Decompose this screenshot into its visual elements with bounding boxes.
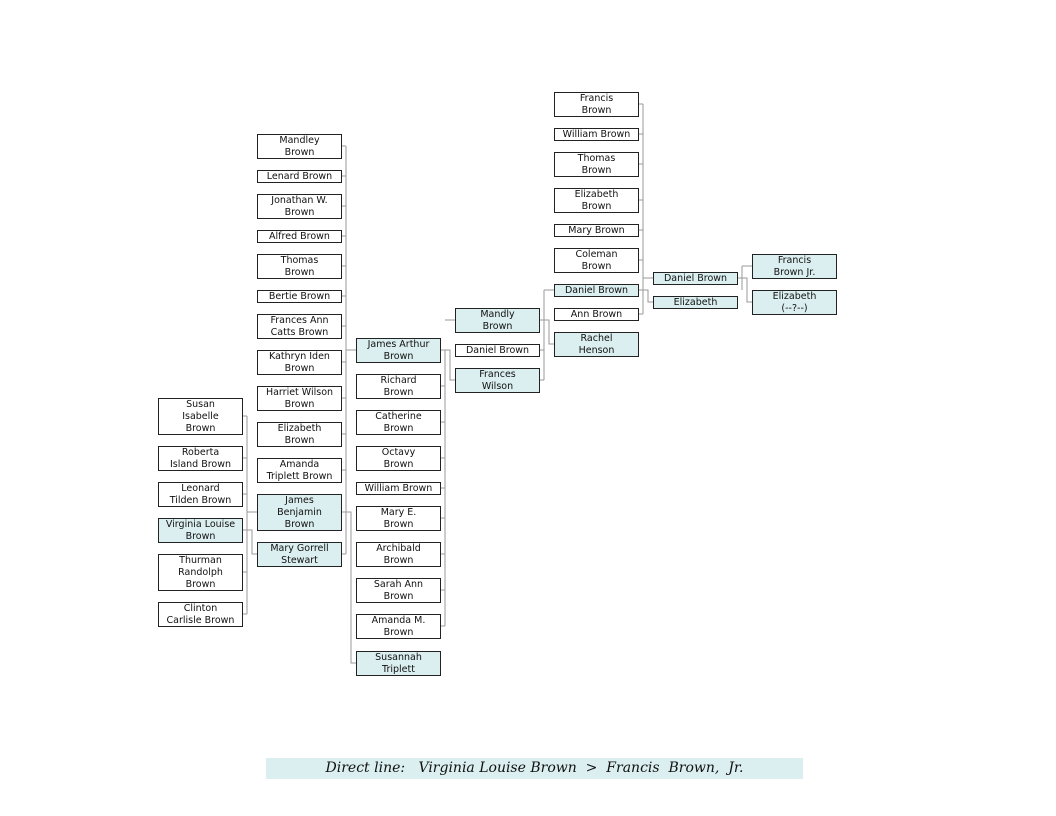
person-virginia-louise-brown: Virginia Louise Brown bbox=[158, 518, 243, 543]
person-archibald-brown: Archibald Brown bbox=[356, 542, 441, 567]
person-daniel-brown: Daniel Brown bbox=[653, 272, 738, 285]
person-alfred-brown: Alfred Brown bbox=[257, 230, 342, 243]
connector-line bbox=[247, 529, 257, 555]
person-mary-e-brown: Mary E. Brown bbox=[356, 506, 441, 531]
person-daniel-brown: Daniel Brown bbox=[554, 284, 639, 297]
person-ann-brown: Ann Brown bbox=[554, 308, 639, 321]
person-francis-brown: Francis Brown bbox=[554, 92, 639, 117]
person-octavy-brown: Octavy Brown bbox=[356, 446, 441, 471]
person-amanda-m-brown: Amanda M. Brown bbox=[356, 614, 441, 639]
person-catherine-brown: Catherine Brown bbox=[356, 410, 441, 435]
person-richard-brown: Richard Brown bbox=[356, 374, 441, 399]
person-james-arthur-brown: James Arthur Brown bbox=[356, 338, 441, 363]
person-frances-wilson: Frances Wilson bbox=[455, 368, 540, 393]
connector-line bbox=[544, 319, 554, 345]
person-francis-brown-jr: Francis Brown Jr. bbox=[752, 254, 837, 279]
person-amanda-triplett-brown: Amanda Triplett Brown bbox=[257, 458, 342, 483]
direct-line-caption: Direct line: Virginia Louise Brown > Fra… bbox=[266, 758, 803, 779]
person-thomas-brown: Thomas Brown bbox=[257, 254, 342, 279]
person-mary-brown: Mary Brown bbox=[554, 224, 639, 237]
connector-line bbox=[445, 349, 455, 381]
person-bertie-brown: Bertie Brown bbox=[257, 290, 342, 303]
person-thurman-randolph-brown: Thurman Randolph Brown bbox=[158, 554, 243, 591]
person-mandley-brown: Mandley Brown bbox=[257, 134, 342, 159]
person-clinton-carlisle-brown: Clinton Carlisle Brown bbox=[158, 602, 243, 627]
person-harriet-wilson-brown: Harriet Wilson Brown bbox=[257, 386, 342, 411]
person-kathryn-iden-brown: Kathryn Iden Brown bbox=[257, 350, 342, 375]
person-rachel-henson: Rachel Henson bbox=[554, 332, 639, 357]
person-william-brown: William Brown bbox=[554, 128, 639, 141]
person-mary-gorrell-stewart: Mary Gorrell Stewart bbox=[257, 542, 342, 567]
connector-line bbox=[742, 277, 752, 303]
connector-line bbox=[643, 289, 653, 303]
person-susannah-triplett: Susannah Triplett bbox=[356, 651, 441, 676]
person-daniel-brown: Daniel Brown bbox=[455, 344, 540, 357]
person-thomas-brown: Thomas Brown bbox=[554, 152, 639, 177]
person-jonathan-w-brown: Jonathan W. Brown bbox=[257, 194, 342, 219]
person-sarah-ann-brown: Sarah Ann Brown bbox=[356, 578, 441, 603]
person-coleman-brown: Coleman Brown bbox=[554, 248, 639, 273]
person-elizabeth-unknown: Elizabeth (--?--) bbox=[752, 290, 837, 315]
person-leonard-tilden-brown: Leonard Tilden Brown bbox=[158, 482, 243, 507]
connector-lines bbox=[243, 103, 752, 664]
person-elizabeth-brown: Elizabeth Brown bbox=[257, 422, 342, 447]
person-lenard-brown: Lenard Brown bbox=[257, 170, 342, 183]
person-elizabeth: Elizabeth bbox=[653, 296, 738, 309]
person-william-brown: William Brown bbox=[356, 482, 441, 495]
person-mandly-brown: Mandly Brown bbox=[455, 308, 540, 333]
person-elizabeth-brown: Elizabeth Brown bbox=[554, 188, 639, 213]
person-susan-isabelle-brown: Susan Isabelle Brown bbox=[158, 398, 243, 435]
connector-line bbox=[346, 511, 356, 664]
person-frances-ann-catts-brown: Frances Ann Catts Brown bbox=[257, 314, 342, 339]
person-james-benjamin-brown: James Benjamin Brown bbox=[257, 494, 342, 531]
person-roberta-island-brown: Roberta Island Brown bbox=[158, 446, 243, 471]
